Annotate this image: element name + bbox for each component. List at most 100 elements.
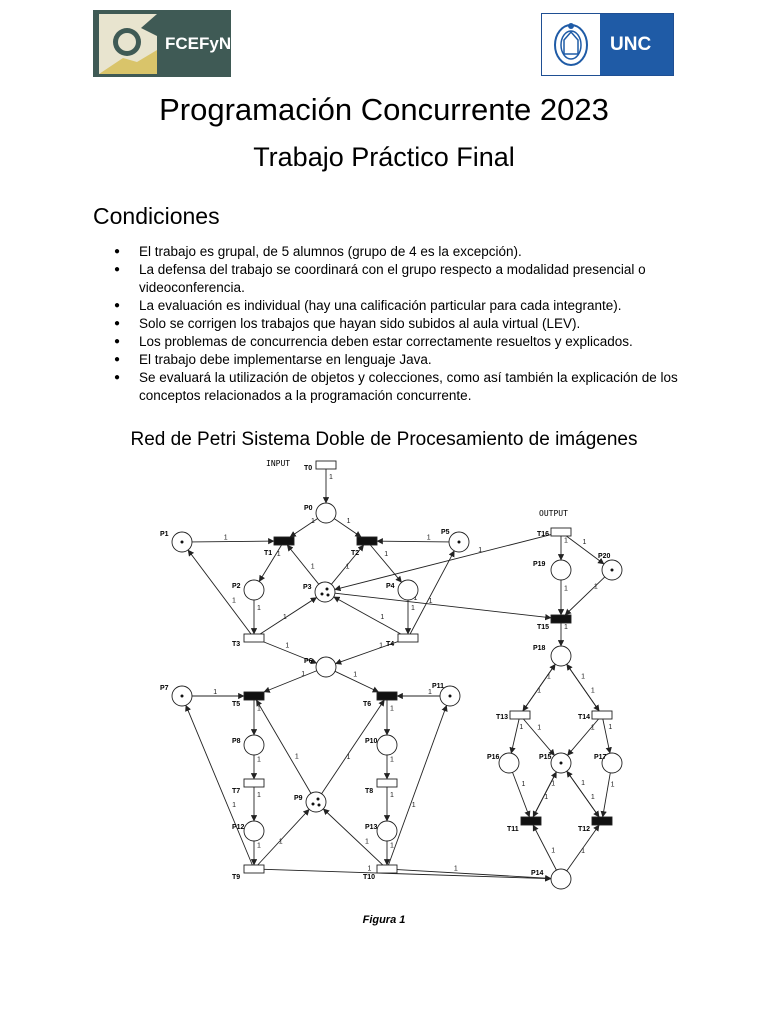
place-p4 — [397, 579, 419, 601]
arc-weight: 1 — [347, 754, 351, 761]
unc-crest-icon — [554, 23, 588, 66]
arc-weight: 1 — [547, 674, 551, 681]
transition-label: T7 — [232, 788, 240, 795]
transition-label: T0 — [304, 465, 312, 472]
document-title: Programación Concurrente 2023 — [159, 92, 609, 127]
arc-T16-P3 — [334, 534, 552, 592]
place-label: P19 — [533, 561, 546, 568]
arc-weight: 1 — [224, 535, 228, 542]
unc-logo-band: UNC — [600, 14, 673, 75]
arc-T14-P18 — [566, 663, 600, 712]
condition-item: El trabajo debe implementarse en lenguaj… — [114, 351, 684, 369]
place-label: P15 — [539, 754, 552, 761]
arc-weight: 1 — [379, 642, 383, 649]
place-label: P5 — [441, 529, 450, 536]
arc-weight: 1 — [454, 866, 458, 873]
arc-T3-P6 — [263, 641, 318, 665]
place-p3 — [314, 581, 336, 603]
arc-weight: 1 — [564, 624, 568, 631]
transition-label: T5 — [232, 701, 240, 708]
arc-weight: 1 — [285, 642, 289, 649]
arc-T3-P3 — [259, 597, 317, 635]
conditions-list: El trabajo es grupal, de 5 alumnos (grup… — [114, 243, 684, 405]
arc-weight: 1 — [283, 614, 287, 621]
transition-label: T3 — [232, 641, 240, 648]
condition-item: Se evaluará la utilización de objetos y … — [114, 369, 684, 405]
arc-weight: 1 — [365, 838, 369, 845]
place-label: P2 — [232, 583, 241, 590]
arc-weight: 1 — [213, 689, 217, 696]
arc-weight: 1 — [279, 839, 283, 846]
place-p17 — [601, 752, 623, 774]
arc-T4-P5 — [409, 550, 455, 635]
transition-t10 — [376, 864, 398, 874]
arc-weight: 1 — [521, 781, 525, 788]
place-label: P13 — [365, 824, 378, 831]
transition-label: T6 — [363, 701, 371, 708]
token — [559, 761, 563, 765]
transition-label: T16 — [537, 531, 549, 538]
place-label: P0 — [304, 505, 313, 512]
arc-weight: 1 — [232, 598, 236, 605]
arc-P3-T2 — [331, 544, 365, 585]
unc-logo-text: UNC — [610, 34, 652, 55]
condition-item: Los problemas de concurrencia deben esta… — [114, 333, 684, 351]
arc-T11-P15 — [532, 771, 557, 818]
arc-P17-T12 — [600, 772, 611, 818]
fcefyn-emblem-icon — [99, 14, 157, 74]
token — [180, 540, 184, 544]
arc-T9-P7 — [185, 704, 253, 866]
place-p14 — [550, 868, 572, 890]
place-label: P1 — [160, 531, 169, 538]
arc-weight: 1 — [544, 794, 548, 801]
place-p19 — [550, 559, 572, 581]
transition-t8 — [376, 778, 398, 788]
arc-weight: 1 — [367, 866, 371, 873]
arc-weight: 1 — [608, 724, 612, 731]
place-label: P9 — [294, 795, 303, 802]
transition-label: T13 — [496, 714, 508, 721]
arc-T16-P20 — [566, 535, 605, 565]
fcefyn-logo: FCEFyN — [93, 10, 231, 77]
place-p2 — [243, 579, 265, 601]
arc-P9-T5 — [255, 699, 312, 794]
arc-T4-P6 — [335, 641, 399, 665]
transition-t1 — [273, 536, 295, 546]
transition-label: T2 — [351, 550, 359, 557]
transition-label: T4 — [386, 641, 394, 648]
arc-T9-P9 — [257, 809, 310, 866]
figure-caption: Figura 1 — [362, 914, 406, 926]
place-label: P17 — [594, 754, 607, 761]
transition-t15 — [550, 614, 572, 624]
unc-logo: UNC — [541, 13, 674, 76]
transition-label: T8 — [365, 788, 373, 795]
arc-T2-P4 — [370, 544, 402, 583]
place-label: P6 — [304, 658, 313, 665]
input-label: INPUT — [266, 459, 290, 468]
arc-T10-P9 — [322, 808, 384, 866]
arc-weight: 1 — [581, 848, 585, 855]
place-p0 — [315, 502, 337, 524]
arc-weight: 1 — [591, 794, 595, 801]
arc-weight: 1 — [428, 689, 432, 696]
transition-t5 — [243, 691, 265, 701]
arc-weight: 1 — [346, 564, 350, 571]
arc-weight: 1 — [478, 547, 482, 554]
transition-t2 — [356, 536, 378, 546]
token — [317, 803, 321, 807]
arc-P14-T12 — [566, 824, 600, 872]
arc-P16-T11 — [512, 772, 531, 818]
arc-weight: 1 — [412, 802, 416, 809]
arc-T10-P11 — [388, 704, 448, 866]
fcefyn-logo-text: FCEFyN — [165, 34, 231, 53]
transition-t4 — [397, 633, 419, 643]
place-label: P18 — [533, 645, 546, 652]
arc-weight: 1 — [581, 780, 585, 787]
arc-weight: 1 — [414, 595, 418, 602]
arc-weight: 1 — [295, 754, 299, 761]
place-p8 — [243, 734, 265, 756]
transition-label: T1 — [264, 550, 272, 557]
place-label: P14 — [531, 870, 544, 877]
arc-P1-T1 — [191, 538, 275, 545]
arc-P5-T2 — [376, 538, 450, 545]
